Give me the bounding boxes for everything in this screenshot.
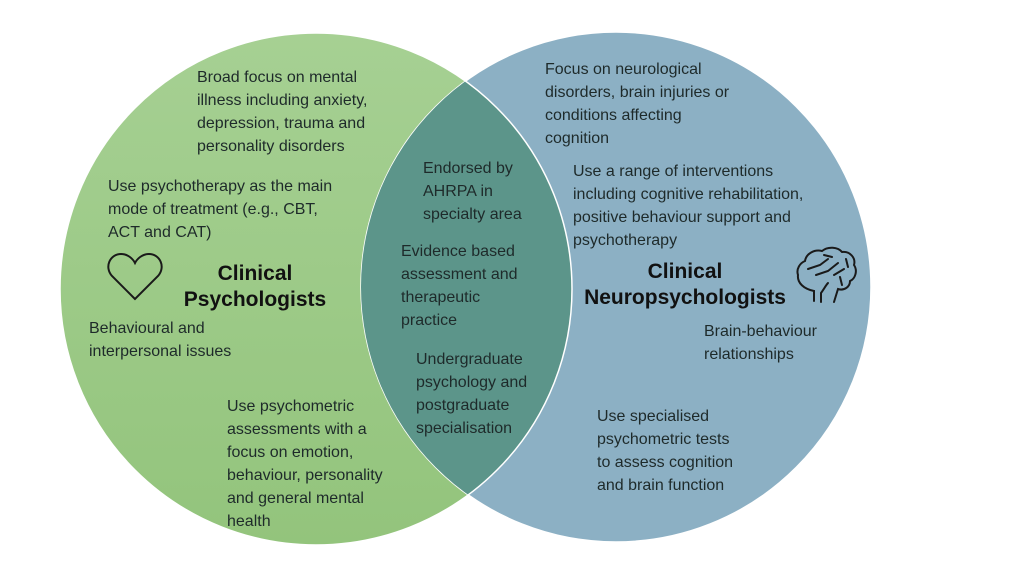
- left-title: Clinical Psychologists: [183, 262, 327, 311]
- overlap-item-training: Undergraduate psychology and postgraduat…: [416, 351, 528, 437]
- heart-icon: [106, 252, 164, 307]
- left-item-treatment: Use psychotherapy as the main mode of tr…: [108, 178, 333, 241]
- right-item-tests: Use specialised psychometric tests to as…: [597, 408, 734, 494]
- left-item-focus: Broad focus on mental illness including …: [197, 69, 368, 155]
- left-circle-outline: [59, 32, 573, 546]
- overlap-item-evidence: Evidence based assessment and therapeuti…: [401, 243, 518, 329]
- right-item-brain-behaviour: Brain-behaviour relationships: [704, 323, 817, 363]
- brain-icon: [794, 245, 860, 310]
- left-item-assessments: Use psychometric assessments with a focu…: [227, 398, 383, 530]
- overlap-item-endorsed: Endorsed by AHRPA in specialty area: [423, 160, 522, 223]
- overlap-region: [361, 33, 572, 542]
- right-item-interventions: Use a range of interventions including c…: [573, 163, 804, 249]
- left-item-issues: Behavioural and interpersonal issues: [89, 320, 232, 360]
- right-title: Clinical Neuropsychologists: [584, 260, 786, 309]
- right-item-focus: Focus on neurological disorders, brain i…: [545, 61, 730, 147]
